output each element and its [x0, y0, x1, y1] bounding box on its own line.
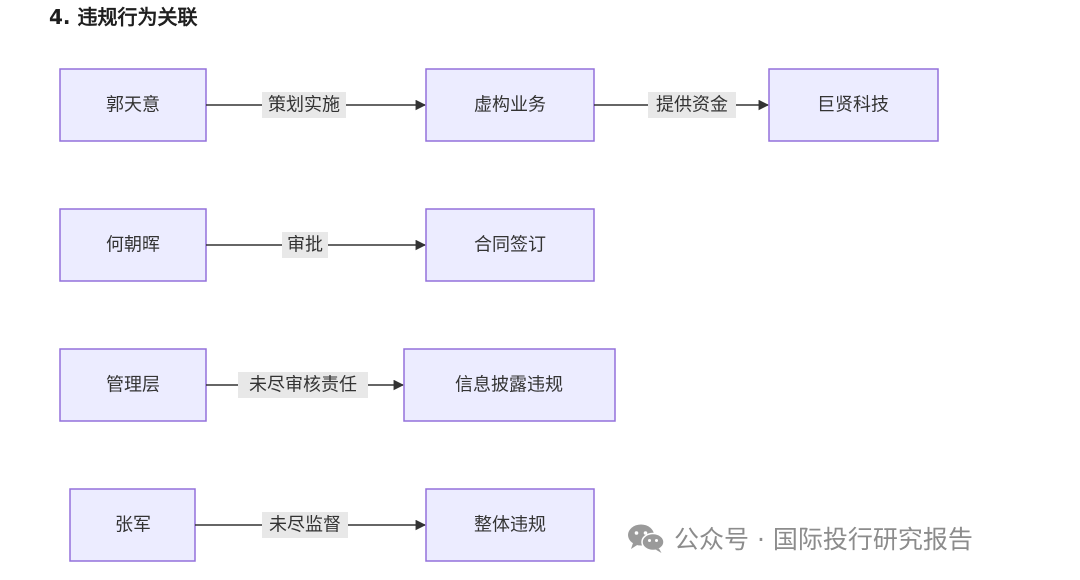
watermark-text: 公众号 · 国际投行研究报告: [674, 525, 973, 554]
node-contract-signing: 合同签订: [425, 208, 595, 282]
svg-text:合同签订: 合同签订: [474, 235, 546, 256]
svg-text:管理层: 管理层: [106, 375, 160, 396]
svg-text:何朝晖: 何朝晖: [106, 235, 160, 256]
node-disclosure-violation: 信息披露违规: [403, 348, 616, 422]
edge-approve: 审批: [206, 232, 427, 258]
page-title: 4. 违规行为关联: [49, 5, 198, 29]
node-juxian-tech: 巨贤科技: [768, 68, 939, 142]
edge-failed-supervision: 未尽监督: [195, 512, 427, 538]
svg-text:郭天意: 郭天意: [106, 95, 160, 116]
node-fictitious-business: 虚构业务: [425, 68, 595, 142]
node-management: 管理层: [59, 348, 207, 422]
node-zhang-jun: 张军: [69, 488, 196, 562]
svg-text:整体违规: 整体违规: [474, 515, 546, 536]
node-overall-violation: 整体违规: [425, 488, 595, 562]
svg-text:未尽审核责任: 未尽审核责任: [249, 375, 357, 396]
edge-failed-review: 未尽审核责任: [206, 372, 405, 398]
edge-provide-funds: 提供资金: [594, 92, 770, 118]
wechat-icon: [626, 522, 666, 554]
svg-text:策划实施: 策划实施: [268, 95, 340, 116]
svg-text:张军: 张军: [115, 515, 151, 536]
svg-text:虚构业务: 虚构业务: [474, 95, 546, 116]
node-he-chaohui: 何朝晖: [59, 208, 207, 282]
svg-text:未尽监督: 未尽监督: [269, 515, 341, 536]
svg-text:提供资金: 提供资金: [656, 95, 728, 116]
watermark: 公众号 · 国际投行研究报告: [626, 518, 973, 558]
node-guo-tianyi: 郭天意: [59, 68, 207, 142]
svg-text:信息披露违规: 信息披露违规: [455, 375, 563, 396]
svg-text:巨贤科技: 巨贤科技: [817, 95, 889, 116]
svg-text:审批: 审批: [287, 235, 323, 256]
edge-plan-implement: 策划实施: [206, 92, 427, 118]
